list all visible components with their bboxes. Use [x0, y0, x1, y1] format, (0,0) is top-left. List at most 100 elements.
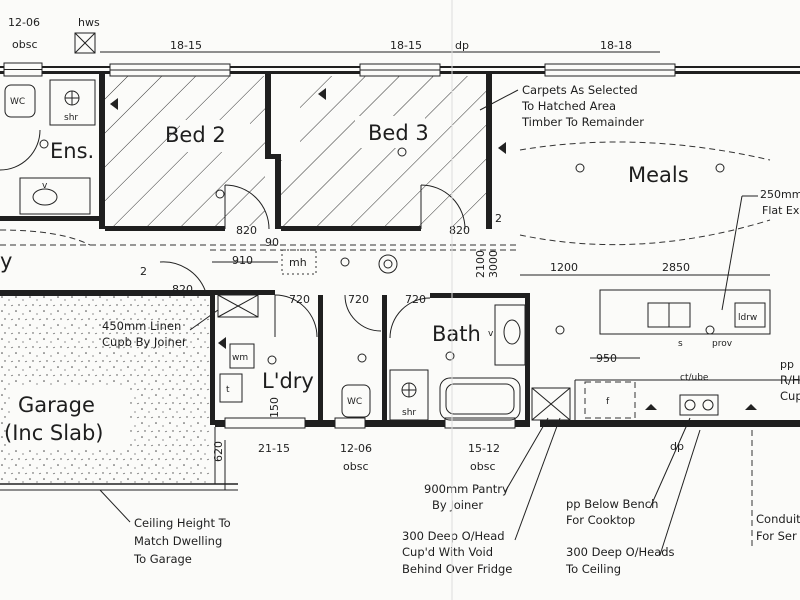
note-linen: 450mm Linen Cupb By Joiner [102, 309, 219, 349]
bed3-carpet-hatch [280, 76, 488, 226]
dim-2850: 2850 [662, 261, 690, 274]
window-bed2 [109, 63, 231, 77]
svg-text:shr: shr [64, 113, 78, 123]
dim-2100: 2100 [474, 250, 487, 278]
label-hws: hws [78, 16, 100, 29]
svg-text:v: v [488, 329, 494, 339]
svg-text:300 Deep O/Heads: 300 Deep O/Heads [566, 545, 675, 559]
pantry [531, 387, 571, 421]
svg-text:WC: WC [10, 97, 25, 107]
laundry-tub: t [219, 373, 243, 403]
svg-text:Cup'd With Void: Cup'd With Void [402, 545, 493, 559]
svg-text:Carpets As Selected: Carpets As Selected [522, 83, 638, 97]
svg-text:mh: mh [289, 256, 307, 269]
dim-door-wc: 720 [348, 293, 369, 306]
dim-door-bed3: 820 [449, 224, 470, 237]
svg-text:To Hatched Area: To Hatched Area [521, 99, 616, 113]
svg-text:Conduit: Conduit [756, 512, 800, 526]
window-label-ens-obsc: obsc [12, 38, 38, 51]
ensuite-wc: WC [4, 84, 36, 118]
svg-text:To Garage: To Garage [133, 552, 192, 566]
svg-text:Ceiling Height To: Ceiling Height To [134, 516, 231, 530]
window-label-wc: 12-06 [340, 442, 372, 455]
label-flat-ex: Flat Ex [762, 204, 800, 217]
svg-text:By Joiner: By Joiner [432, 498, 483, 512]
bath-vanity: v [488, 304, 526, 366]
svg-text:For Ser: For Ser [756, 529, 797, 543]
door-bath [389, 297, 431, 339]
svg-text:Cupb By Joiner: Cupb By Joiner [102, 335, 187, 349]
svg-text:Cup: Cup [780, 389, 800, 403]
bath-shower: shr [389, 369, 429, 421]
window-label-bed3: 18-15 [390, 39, 422, 52]
door-bed2 [224, 184, 270, 230]
bathtub [439, 377, 521, 421]
svg-text:To Ceiling: To Ceiling [565, 562, 621, 576]
dim-150: 150 [268, 397, 281, 418]
note-pantry: 900mm Pantry By Joiner [424, 417, 549, 512]
svg-text:Behind Over Fridge: Behind Over Fridge [402, 562, 512, 576]
svg-text:v: v [42, 181, 48, 191]
dim-1200: 1200 [550, 261, 578, 274]
note-pp-right: R/H Cup [780, 373, 800, 403]
window-bath [444, 417, 516, 429]
svg-text:pp Below Bench: pp Below Bench [566, 497, 658, 511]
note-overhead-fridge: 300 Deep O/Head Cup'd With Void Behind O… [402, 417, 561, 576]
svg-text:Timber To Remainder: Timber To Remainder [521, 115, 644, 129]
dim-3000: 3000 [487, 250, 500, 278]
window-label-ens: 12-06 [8, 16, 40, 29]
svg-text:f: f [606, 397, 610, 407]
light-points [39, 139, 725, 365]
note-conduit: Conduit For Ser [751, 430, 800, 548]
room-label-ensuite: Ens. [50, 139, 94, 163]
internal-walls [0, 74, 800, 427]
svg-text:900mm Pantry: 900mm Pantry [424, 482, 509, 496]
window-label-ldry: 21-15 [258, 442, 290, 455]
kitchen-island: s prov ldrw [599, 289, 771, 349]
window-label-wc-obsc: obsc [343, 460, 369, 473]
washing-machine: wm [229, 343, 255, 369]
bath-wc: WC [341, 384, 371, 418]
door-garage [159, 261, 206, 291]
room-label-laundry: L'dry [262, 369, 314, 393]
door-laundry [274, 294, 318, 338]
window-wc [334, 417, 366, 429]
dim-90: 90 [265, 236, 279, 249]
svg-text:ldrw: ldrw [738, 313, 757, 323]
dim-910: 910 [232, 254, 253, 267]
svg-text:WC: WC [347, 397, 362, 407]
ensuite-shower: shr [49, 79, 96, 126]
linen-cupboard [217, 294, 259, 318]
window-bed3 [359, 63, 441, 77]
svg-text:shr: shr [402, 408, 416, 418]
room-label-bath: Bath [432, 322, 481, 346]
room-label-bed2: Bed 2 [165, 123, 226, 147]
door-ensuite [0, 129, 41, 171]
window-label-dp: dp [455, 39, 469, 52]
svg-text:wm: wm [232, 353, 248, 363]
dim-door-laundry: 720 [289, 293, 310, 306]
svg-text:prov: prov [712, 339, 733, 349]
dim-door-garage: 820 [172, 283, 193, 296]
window-ldry [224, 417, 306, 429]
dim-door-bed2: 820 [236, 224, 257, 237]
window-label-meals: 18-18 [600, 39, 632, 52]
window-label-bed2: 18-15 [170, 39, 202, 52]
svg-text:R/H: R/H [780, 373, 800, 387]
dim-950: 950 [596, 352, 617, 365]
room-label-garage: Garage [18, 393, 95, 417]
dim-2-garage: 2 [140, 265, 147, 278]
dim-door-bath: 720 [405, 293, 426, 306]
svg-text:Match Dwelling: Match Dwelling [134, 534, 222, 548]
svg-text:ct/ube: ct/ube [680, 373, 709, 383]
dim-620: 620 [212, 441, 225, 462]
vent-markers [110, 88, 757, 410]
room-label-meals: Meals [628, 163, 689, 187]
label-250mm: 250mm [760, 188, 800, 201]
window-ens [3, 62, 43, 77]
svg-text:450mm Linen: 450mm Linen [102, 319, 181, 333]
smoke-detector [378, 254, 398, 274]
svg-text:t: t [226, 385, 230, 395]
door-wc [344, 294, 382, 332]
dim-2-meals: 2 [495, 212, 502, 225]
